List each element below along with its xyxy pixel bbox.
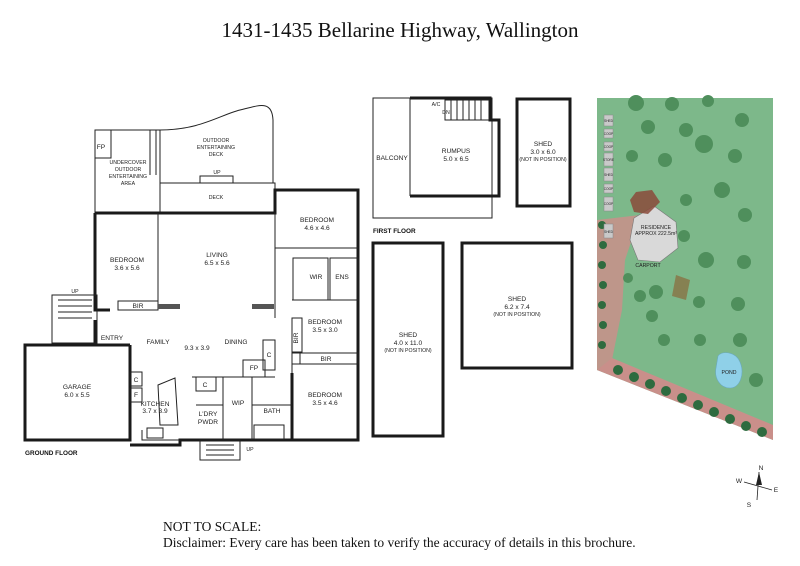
bath-label: BATH [263, 408, 280, 415]
shed-b-label: SHED [399, 332, 418, 339]
pond [715, 352, 743, 389]
garage-dim: 6.0 x 5.5 [64, 392, 90, 399]
bedroom-ne-label: BEDROOM [300, 217, 334, 224]
dining-label: DINING [224, 339, 247, 346]
coop-labels: SHED COOP COOP STORE SHED COOP COOP SHED [603, 119, 614, 234]
bedroom-se-label: BEDROOM [308, 392, 342, 399]
bir-s-label: BIR [321, 356, 332, 363]
coop-label: COOP [604, 202, 613, 206]
first-floor-plan: A/C DN BALCONY RUMPUS 5.0 x 6.5 FIRST FL… [372, 96, 501, 235]
bir-w-label: BIR [133, 303, 144, 310]
bedroom-ne-dim: 4.6 x 4.6 [304, 225, 330, 232]
living-dim: 6.5 x 5.6 [204, 260, 230, 267]
laundry-label: L'DRY [199, 411, 218, 418]
kitchen-label: KITCHEN [141, 401, 170, 408]
shed-b-dim: 4.0 x 11.0 [394, 340, 423, 347]
ground-floor-plan: FP UNDERCOVER OUTDOOR ENTERTAINING AREA … [23, 105, 360, 461]
family-label: FAMILY [147, 339, 171, 346]
residence-roof [629, 205, 679, 263]
kitchen-c-label: C [134, 377, 139, 384]
rumpus-label: RUMPUS [442, 148, 471, 155]
coop-label: SHED [604, 230, 614, 234]
undercover-label-2: OUTDOOR [115, 167, 142, 173]
outdoor-deck-outline [159, 105, 274, 183]
wir-label: WIR [310, 274, 323, 281]
compass-n: N [759, 465, 764, 472]
pond-label: POND [722, 370, 737, 376]
shed-a-label: SHED [534, 141, 553, 148]
entry-stairs [51, 294, 98, 344]
garage-walls [23, 343, 132, 442]
bedroom-w-label: BEDROOM [110, 257, 144, 264]
shed-c-dim: 6.2 x 7.4 [504, 304, 530, 311]
shed-b-note: (NOT IN POSITION) [384, 348, 431, 354]
coop-label: SHED [604, 173, 614, 177]
undercover-label-3: ENTERTAINING [109, 174, 147, 180]
undercover-label-4: AREA [121, 181, 136, 187]
ground-floor-heading: GROUND FLOOR [25, 450, 78, 457]
residence-label: RESIDENCE [641, 225, 672, 231]
shed-a [515, 97, 572, 208]
shed-a-dim: 3.0 x 6.0 [530, 149, 556, 156]
outdoor-deck-label-1: OUTDOOR [203, 138, 230, 144]
fireplace-outdoor [94, 129, 112, 159]
bir-e-label: BIR [293, 332, 300, 343]
compass-s: S [747, 502, 752, 509]
shed-a-note: (NOT IN POSITION) [519, 157, 566, 163]
compass-w: W [736, 478, 743, 485]
sheds: SHED 3.0 x 6.0 (NOT IN POSITION) SHED 4.… [371, 97, 574, 438]
shed-c [460, 241, 574, 370]
bedroom-e-dim: 3.5 x 3.0 [312, 327, 338, 334]
kitchen-dim: 3.7 x 3.9 [142, 408, 168, 415]
wip-label: WIP [232, 400, 245, 407]
coop-label: COOP [604, 132, 613, 136]
entry-up-label: UP [71, 289, 79, 295]
site-plan: SHED COOP COOP STORE SHED COOP COOP SHED RESIDE… [597, 95, 773, 440]
closet-c2-label: C [203, 382, 208, 389]
deck-label: DECK [209, 195, 224, 201]
shed-c-label: SHED [508, 296, 527, 303]
bedroom-e-label: BEDROOM [308, 319, 342, 326]
coop-label: SHED [604, 119, 614, 123]
outdoor-deck-label-2: ENTERTAINING [197, 145, 235, 151]
undercover-label-1: UNDERCOVER [110, 160, 147, 166]
dn-label: DN [442, 110, 450, 116]
disclaimer: NOT TO SCALE: Disclaimer: Every care has… [163, 519, 636, 551]
not-to-scale-text: NOT TO SCALE: [163, 519, 262, 534]
kitchen-f-label: F [134, 392, 138, 399]
hedge-row [598, 221, 767, 437]
deck-up-label: UP [213, 170, 221, 176]
coop-label: COOP [604, 145, 613, 149]
coop-label: COOP [604, 187, 613, 191]
balcony-label: BALCONY [376, 155, 408, 162]
ens-label: ENS [335, 274, 349, 281]
carport-label: CARPORT [635, 263, 661, 269]
coop-label: STORE [603, 158, 614, 162]
compass-e: E [774, 487, 779, 494]
shed-c-note: (NOT IN POSITION) [493, 312, 540, 318]
entry-label: ENTRY [101, 335, 124, 342]
outdoor-deck-label-3: DECK [209, 152, 224, 158]
trees [623, 95, 763, 387]
family-dining-dim: 9.3 x 3.9 [184, 345, 210, 352]
garage-label: GARAGE [63, 384, 92, 391]
compass: N E S W [736, 465, 779, 509]
page-title: 1431-1435 Bellarine Highway, Wallington [221, 18, 579, 42]
living-label: LIVING [206, 252, 228, 259]
bedroom-se-dim: 3.5 x 4.6 [312, 400, 338, 407]
ac-label: A/C [432, 102, 441, 108]
site-path [597, 215, 640, 370]
residence-area: APPROX 222.5m² [635, 231, 677, 237]
disclaimer-text: Disclaimer: Every care has been taken to… [163, 535, 636, 550]
first-floor-heading: FIRST FLOOR [373, 228, 416, 235]
rumpus-dim: 5.0 x 6.5 [443, 156, 469, 163]
closet-c-label: C [267, 352, 272, 359]
shed-b [371, 241, 445, 438]
fp-indoor-label: FP [250, 365, 259, 372]
fireplace-label: FP [97, 144, 106, 151]
bedroom-w-dim: 3.6 x 5.6 [114, 265, 140, 272]
front-up-label: UP [246, 447, 254, 453]
powder-label: PWDR [198, 419, 218, 426]
